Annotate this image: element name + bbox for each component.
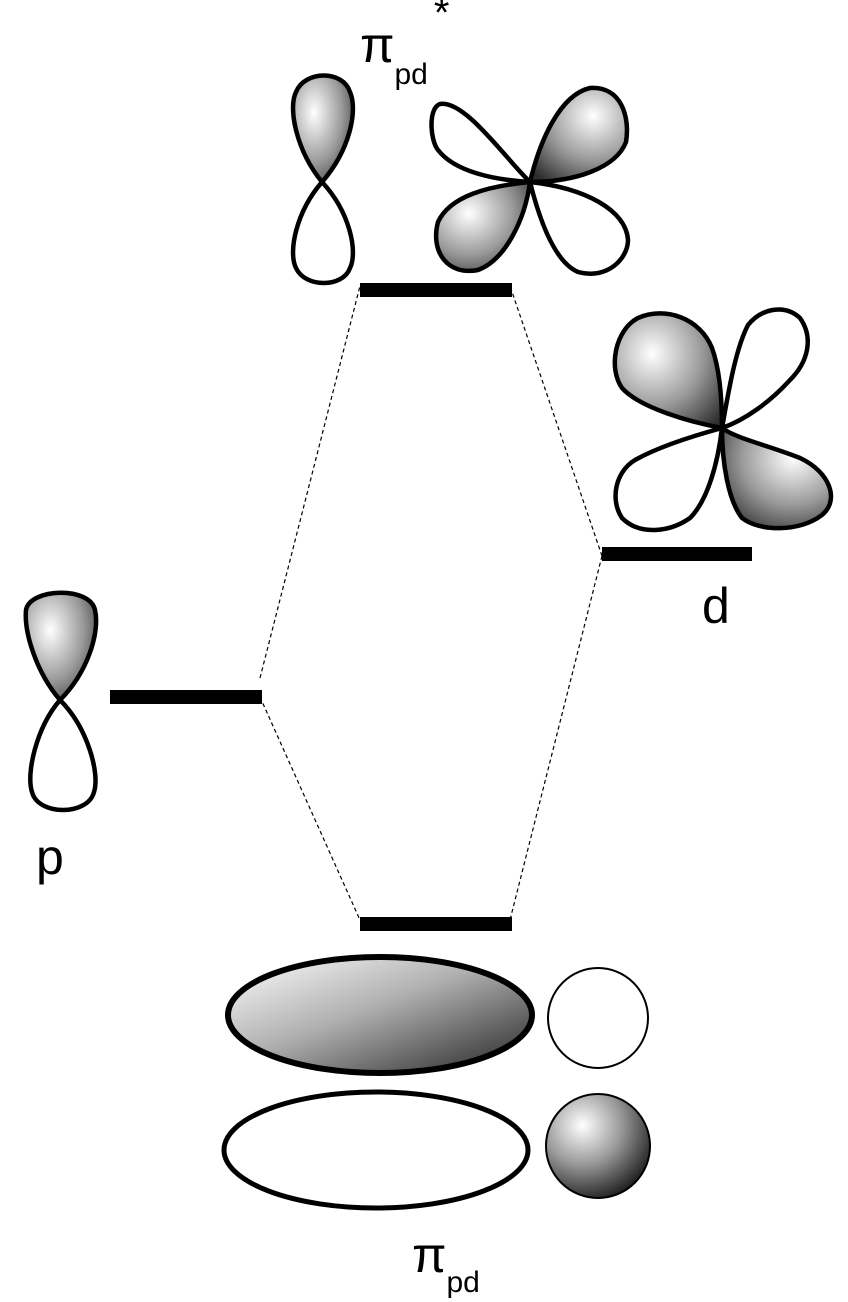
corr-p-to-pi	[259, 696, 361, 921]
corr-d-to-pi-star	[509, 285, 603, 557]
label-d: d	[702, 578, 730, 634]
p-orbital-icon	[23, 590, 99, 813]
d-orbital-icon	[612, 307, 834, 533]
pi-star-p-orbital-icon	[290, 73, 356, 286]
pi-bonding-orbitals-icon	[221, 954, 651, 1211]
bonding-ellipse-shaded	[225, 954, 535, 1076]
bonding-ellipse-open	[221, 1089, 531, 1211]
corr-d-to-pi	[509, 555, 603, 921]
label-pi-star: πpd*	[360, 0, 449, 91]
bonding-circle-open	[547, 967, 649, 1069]
corr-p-to-pi-star	[259, 285, 361, 679]
label-p: p	[36, 829, 64, 885]
pi-star-d-orbital-icon	[429, 85, 631, 276]
label-pi: πpd	[412, 1227, 480, 1299]
correlation-lines	[259, 285, 603, 921]
bonding-sphere-shaded	[545, 1093, 651, 1199]
